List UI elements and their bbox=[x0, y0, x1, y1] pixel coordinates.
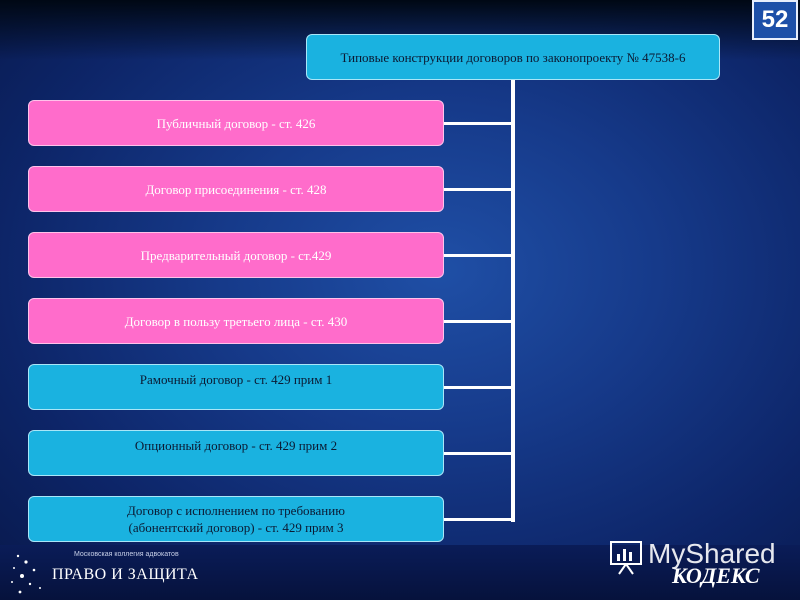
box-label: Публичный договор - ст. 426 bbox=[156, 115, 316, 131]
connector-6 bbox=[444, 452, 513, 455]
box-adhesion-contract: Договор присоединения - ст. 428 bbox=[28, 166, 444, 212]
connector-5 bbox=[444, 386, 513, 389]
org-subtitle: Московская коллегия адвокатов bbox=[74, 551, 179, 558]
box-framework-contract: Рамочный договор - ст. 429 прим 1 bbox=[28, 364, 444, 410]
org-name: ПРАВО И ЗАЩИТА bbox=[52, 566, 199, 583]
box-preliminary-contract: Предварительный договор - ст.429 bbox=[28, 232, 444, 278]
star-logo-icon bbox=[11, 554, 41, 594]
box-label-line2: (абонентский договор) - ст. 429 прим 3 bbox=[128, 520, 344, 535]
slide-number: 52 bbox=[752, 0, 798, 40]
connector-4 bbox=[444, 320, 513, 323]
watermark-text: MyShared bbox=[648, 538, 776, 569]
box-subscription-contract: Договор с исполнением по требованию (або… bbox=[28, 496, 444, 542]
connector-vertical bbox=[511, 80, 515, 522]
diagram-root-box: Типовые конструкции договоров по законоп… bbox=[306, 34, 720, 80]
footer-band bbox=[0, 545, 800, 600]
presentation-icon bbox=[610, 541, 642, 575]
connector-3 bbox=[444, 254, 513, 257]
connector-7 bbox=[444, 518, 513, 521]
box-third-party-contract: Договор в пользу третьего лица - ст. 430 bbox=[28, 298, 444, 344]
box-label: Договор в пользу третьего лица - ст. 430 bbox=[124, 313, 348, 329]
box-public-contract: Публичный договор - ст. 426 bbox=[28, 100, 444, 146]
box-label-line1: Договор с исполнением по требованию bbox=[127, 503, 345, 518]
brand-logo: КОДЕКС bbox=[672, 563, 760, 588]
diagram-root-label: Типовые конструкции договоров по законоп… bbox=[340, 49, 686, 65]
connector-2 bbox=[444, 188, 513, 191]
box-label: Рамочный договор - ст. 429 прим 1 bbox=[139, 372, 333, 387]
box-label: Опционный договор - ст. 429 прим 2 bbox=[134, 438, 338, 453]
box-label: Договор присоединения - ст. 428 bbox=[145, 181, 327, 197]
box-option-contract: Опционный договор - ст. 429 прим 2 bbox=[28, 430, 444, 476]
connector-1 bbox=[444, 122, 513, 125]
box-label: Предварительный договор - ст.429 bbox=[140, 247, 332, 263]
